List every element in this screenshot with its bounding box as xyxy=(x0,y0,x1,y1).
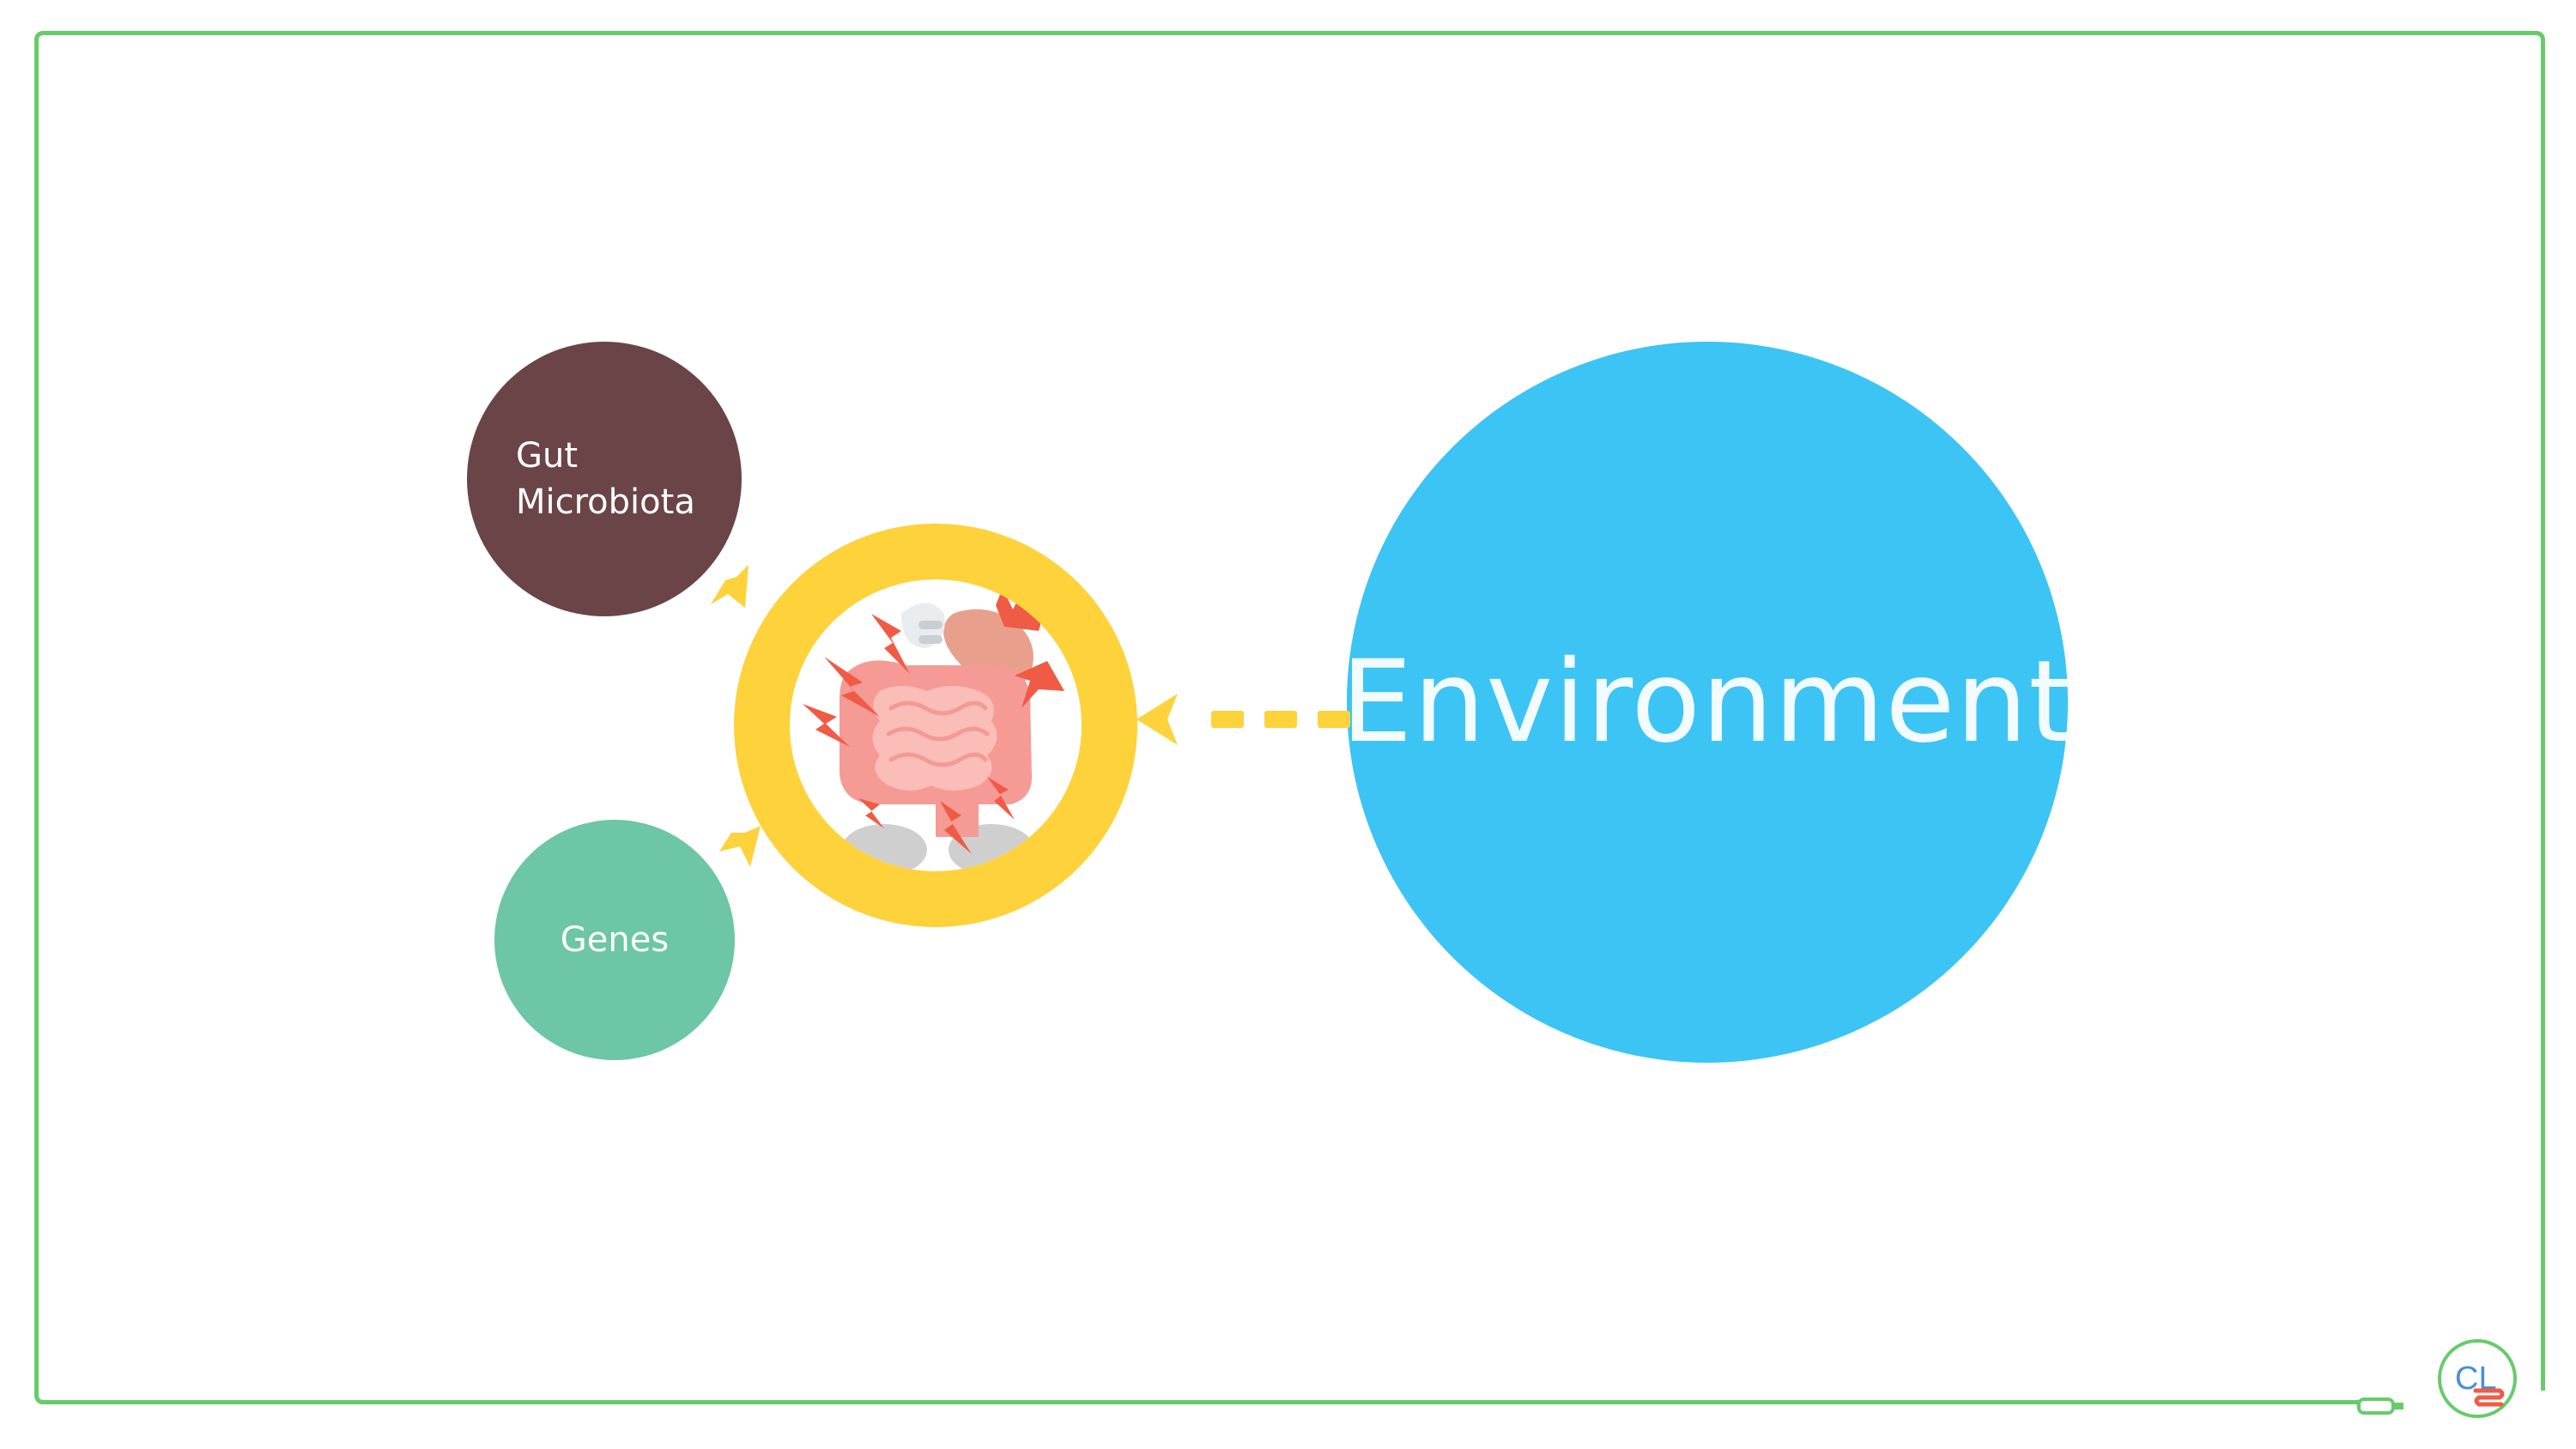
gut-microbiota-label-line1: Gut xyxy=(516,436,579,476)
environment-node: Environment xyxy=(1341,342,2073,1063)
slide-frame xyxy=(34,31,2545,1404)
inflamed-intestine-icon xyxy=(790,579,1082,871)
arrow-microbiota-to-gut xyxy=(711,565,749,608)
gut-microbiota-node: Gut Microbiota xyxy=(467,342,742,616)
gut-microbiota-label: Gut Microbiota xyxy=(516,433,695,525)
arrow-genes-to-gut xyxy=(719,826,761,867)
arrow-environment-to-gut xyxy=(1136,694,1350,745)
gut-microbiota-label-line2: Microbiota xyxy=(516,482,695,522)
environment-label: Environment xyxy=(1341,636,2074,768)
genes-node: Genes xyxy=(494,820,735,1060)
genes-label: Genes xyxy=(560,920,670,960)
cl-logo-icon: CL xyxy=(2434,1337,2520,1423)
